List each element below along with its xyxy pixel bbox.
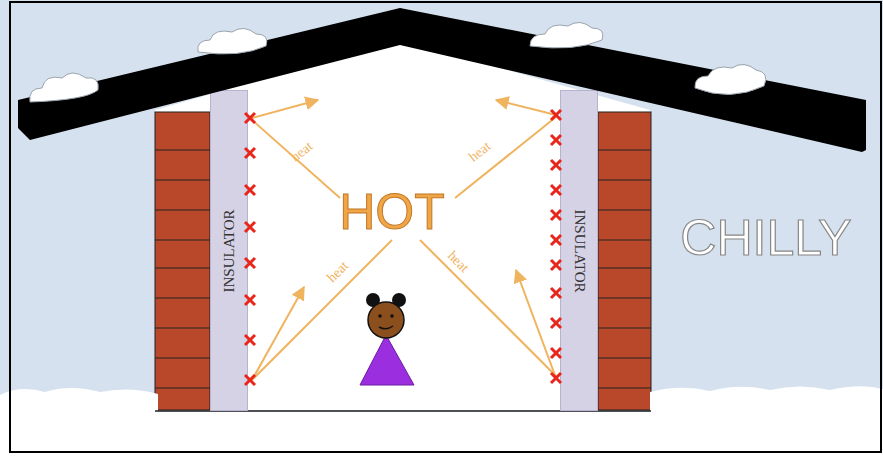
heat-label: heat xyxy=(324,258,352,286)
insulator-label: INSULATOR xyxy=(221,209,238,292)
brick-wall-right xyxy=(598,112,651,410)
insulator-band: INSULATOR xyxy=(560,90,598,411)
blocked-mark xyxy=(245,110,561,385)
snow-ground xyxy=(0,386,883,458)
frame xyxy=(10,2,881,452)
insulator-band: INSULATOR xyxy=(210,90,248,411)
house-interior xyxy=(155,40,650,410)
insulator-label: INSULATOR xyxy=(571,209,588,292)
heat-ray xyxy=(252,100,556,380)
heat-label: heat xyxy=(444,248,472,276)
roof xyxy=(18,8,866,152)
heat-label: heat xyxy=(466,139,494,166)
roof-snow xyxy=(30,22,766,102)
girl-figure xyxy=(360,293,414,385)
chilly-label: CHILLY xyxy=(680,209,851,267)
brick-wall-left xyxy=(155,112,210,410)
heat-label: heat xyxy=(288,139,316,166)
hot-label: HOT xyxy=(339,183,445,241)
